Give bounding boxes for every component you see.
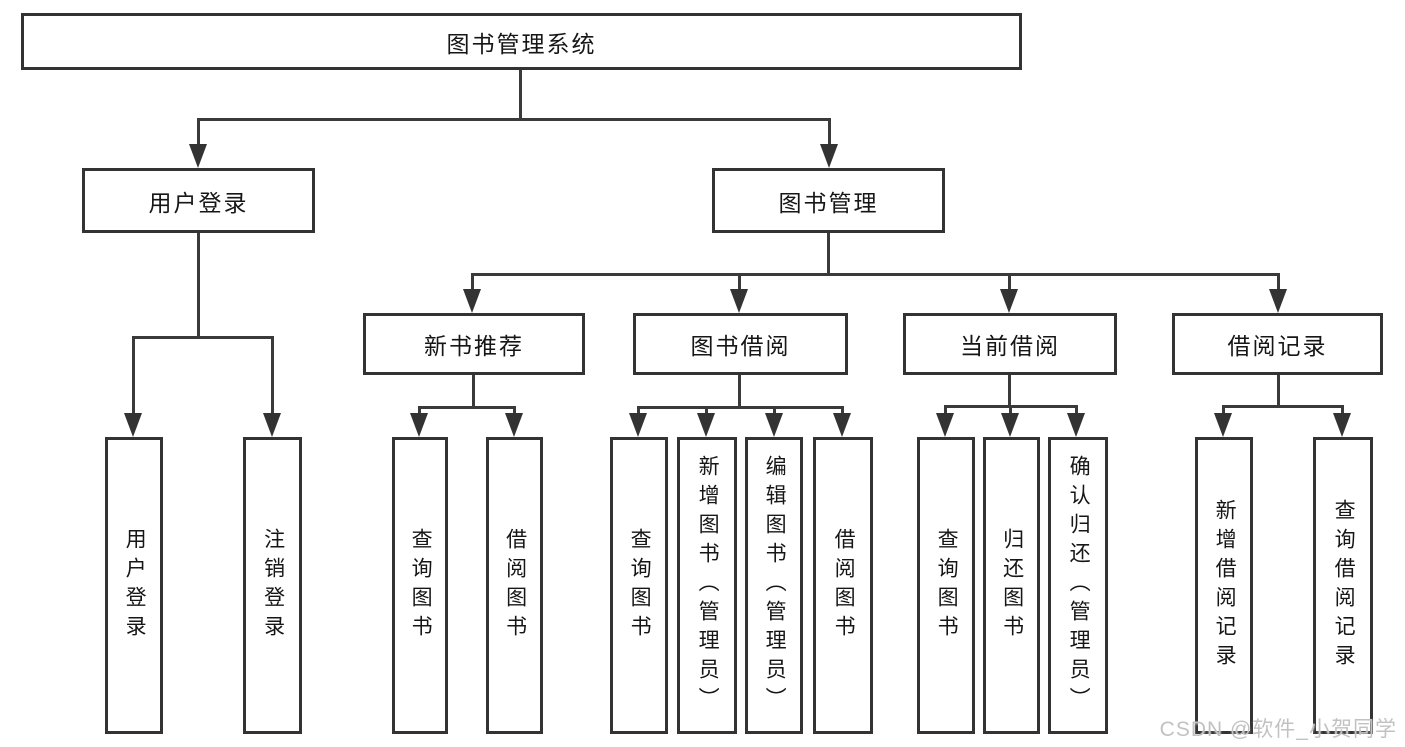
connector-line: [513, 406, 516, 416]
connector-line: [472, 375, 475, 406]
connector-line: [197, 118, 831, 121]
connector-line: [637, 406, 844, 409]
leaf-query-book-current: 查询图书: [917, 437, 975, 734]
connector-line: [841, 406, 844, 416]
leaf-query-borrow-record: 查询借阅记录: [1313, 437, 1373, 734]
leaf-borrow-book: 借阅图书: [813, 437, 873, 734]
leaf-confirm-return-admin: 确认归还（管理员）: [1048, 437, 1108, 734]
leaf-add-borrow-record: 新增借阅记录: [1195, 437, 1253, 734]
connector-line: [705, 406, 708, 416]
connector-line: [271, 336, 274, 416]
connector-line: [1222, 405, 1344, 408]
connector-line: [1008, 375, 1011, 405]
connector-line: [1222, 405, 1225, 416]
connector-line: [1008, 273, 1011, 292]
connector-line: [773, 406, 776, 416]
connector-line: [1009, 405, 1012, 416]
arrow-down-icon: [124, 413, 142, 437]
arrow-down-icon: [730, 289, 748, 313]
arrow-down-icon: [629, 413, 647, 437]
connector-line: [1341, 405, 1344, 416]
arrow-down-icon: [936, 413, 954, 437]
connector-line: [418, 406, 421, 416]
arrow-down-icon: [1067, 413, 1085, 437]
arrow-down-icon: [765, 413, 783, 437]
arrow-down-icon: [410, 413, 428, 437]
connector-line: [471, 273, 1280, 276]
connector-line: [738, 375, 741, 406]
connector-line: [132, 336, 135, 416]
node-book-borrow: 图书借阅: [633, 313, 848, 375]
leaf-query-book-borrow: 查询图书: [610, 437, 668, 734]
arrow-down-icon: [463, 289, 481, 313]
node-root: 图书管理系统: [21, 13, 1022, 70]
arrow-down-icon: [820, 144, 838, 168]
arrow-down-icon: [1214, 413, 1232, 437]
node-user-login: 用户登录: [82, 168, 315, 233]
leaf-return-book: 归还图书: [983, 437, 1040, 734]
leaf-borrow-book-newrec: 借阅图书: [486, 437, 543, 734]
node-current-borrow: 当前借阅: [903, 313, 1117, 375]
connector-line: [1075, 405, 1078, 416]
connector-line: [1277, 273, 1280, 292]
leaf-user-login: 用户登录: [105, 437, 163, 734]
leaf-query-book-newrec: 查询图书: [392, 437, 448, 734]
connector-line: [637, 406, 640, 416]
watermark: CSDN @软件_小贺同学: [1159, 718, 1397, 741]
connector-line: [827, 233, 830, 273]
arrow-down-icon: [263, 413, 281, 437]
arrow-down-icon: [1001, 413, 1019, 437]
arrow-down-icon: [1269, 289, 1287, 313]
connector-line: [738, 273, 741, 292]
arrow-down-icon: [833, 413, 851, 437]
connector-line: [197, 233, 200, 336]
leaf-edit-book-admin: 编辑图书（管理员）: [745, 437, 803, 734]
arrow-down-icon: [189, 144, 207, 168]
connector-line: [418, 406, 516, 409]
leaf-add-book-admin: 新增图书（管理员）: [677, 437, 737, 734]
node-new-book-recommend: 新书推荐: [363, 313, 585, 375]
arrow-down-icon: [697, 413, 715, 437]
node-borrow-record: 借阅记录: [1172, 313, 1383, 375]
connector-line: [132, 336, 274, 339]
connector-line: [519, 69, 522, 118]
connector-line: [944, 405, 947, 416]
node-book-management: 图书管理: [712, 168, 945, 233]
arrow-down-icon: [1000, 289, 1018, 313]
connector-line: [1277, 375, 1280, 405]
connector-line: [197, 118, 200, 148]
arrow-down-icon: [505, 413, 523, 437]
leaf-logout: 注销登录: [243, 437, 302, 734]
connector-line: [471, 273, 474, 292]
connector-line: [828, 118, 831, 148]
arrow-down-icon: [1333, 413, 1351, 437]
